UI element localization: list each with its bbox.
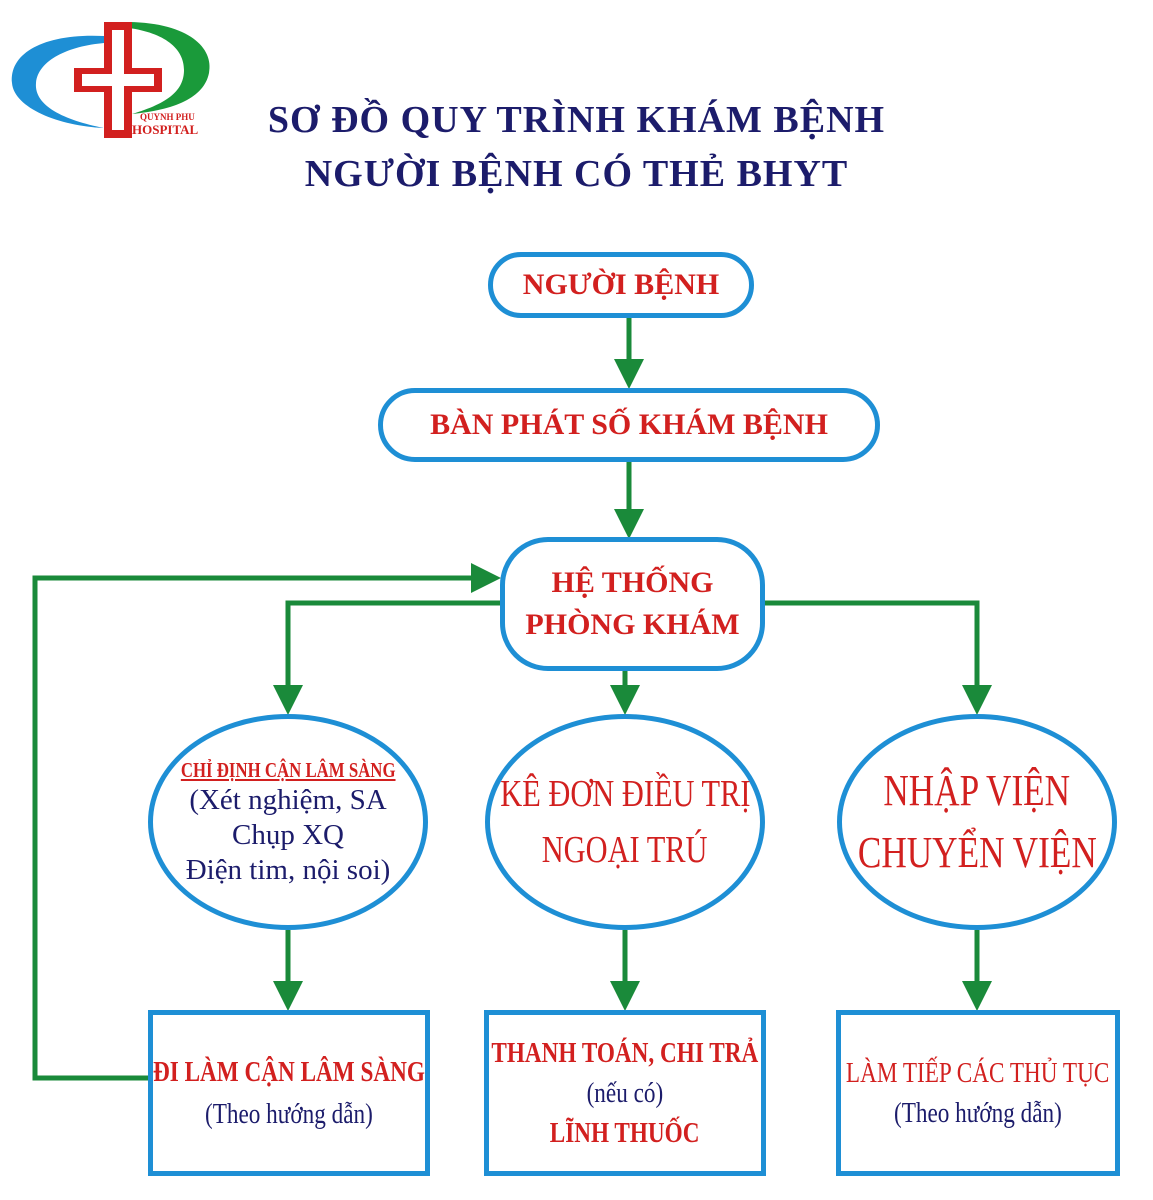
arrow-clinic-to-admission [765,600,992,715]
node-do-paraclinical: ĐI LÀM CẬN LÂM SÀNG (Theo hướng dẫn) [148,1010,430,1176]
node-prescription: KÊ ĐƠN ĐIỀU TRỊ NGOẠI TRÚ [485,714,765,930]
node-prescription-line1: KÊ ĐƠN ĐIỀU TRỊ [499,773,751,815]
node-admission-transfer: NHẬP VIỆN CHUYỂN VIỆN [837,714,1117,930]
node-paraclinical-heading: CHỈ ĐỊNH CẬN LÂM SÀNG [180,757,396,782]
node-paraclinical-line2: Chụp XQ [232,818,344,851]
node-procedures-line1: LÀM TIẾP CÁC THỦ TỤC [846,1057,1110,1089]
node-do-paraclinical-line1: ĐI LÀM CẬN LÂM SÀNG [153,1056,425,1088]
node-paraclinical-line1: (Xét nghiệm, SA [189,783,387,816]
node-admission-line2: CHUYỂN VIỆN [857,828,1097,877]
node-ticket-desk: BÀN PHÁT SỐ KHÁM BỆNH [378,388,880,462]
node-payment-line3: LĨNH THUỐC [550,1117,700,1149]
hospital-logo: QUYNH PHU HOSPITAL [4,8,224,143]
node-admission-line1: NHẬP VIỆN [883,766,1071,815]
logo-graphic [11,22,210,138]
node-payment-line2: (nếu có) [586,1077,664,1109]
node-clinic-line1: HỆ THỐNG [551,566,714,599]
arrow-feedback-loop [32,563,501,1081]
node-do-paraclinical-line2: (Theo hướng dẫn) [205,1098,373,1130]
arrow-clinic-to-paraclinical [273,600,502,715]
title-line-1: SƠ ĐỒ QUY TRÌNH KHÁM BỆNH [267,99,886,141]
node-patient: NGƯỜI BỆNH [488,252,754,318]
node-ticket-label: BÀN PHÁT SỐ KHÁM BỆNH [430,408,828,441]
node-clinic-line2: PHÒNG KHÁM [525,608,740,641]
node-prescription-line2: NGOẠI TRÚ [542,829,708,871]
node-payment-line1: THANH TOÁN, CHI TRẢ [491,1037,759,1069]
node-procedures: LÀM TIẾP CÁC THỦ TỤC (Theo hướng dẫn) [836,1010,1120,1176]
node-paraclinical-order: CHỈ ĐỊNH CẬN LÂM SÀNG (Xét nghiệm, SA Ch… [148,714,428,930]
node-patient-label: NGƯỜI BỆNH [522,268,720,301]
node-paraclinical-line3: Điện tim, nội soi) [185,853,391,886]
logo-name-1: QUYNH PHU [140,112,195,122]
logo-name-2: HOSPITAL [132,122,199,137]
node-payment: THANH TOÁN, CHI TRẢ (nếu có) LĨNH THUỐC [484,1010,766,1176]
node-procedures-line2: (Theo hướng dẫn) [894,1097,1062,1129]
title-line-2: NGƯỜI BỆNH CÓ THẺ BHYT [304,153,849,195]
node-clinic-system: HỆ THỐNG PHÒNG KHÁM [500,537,765,671]
